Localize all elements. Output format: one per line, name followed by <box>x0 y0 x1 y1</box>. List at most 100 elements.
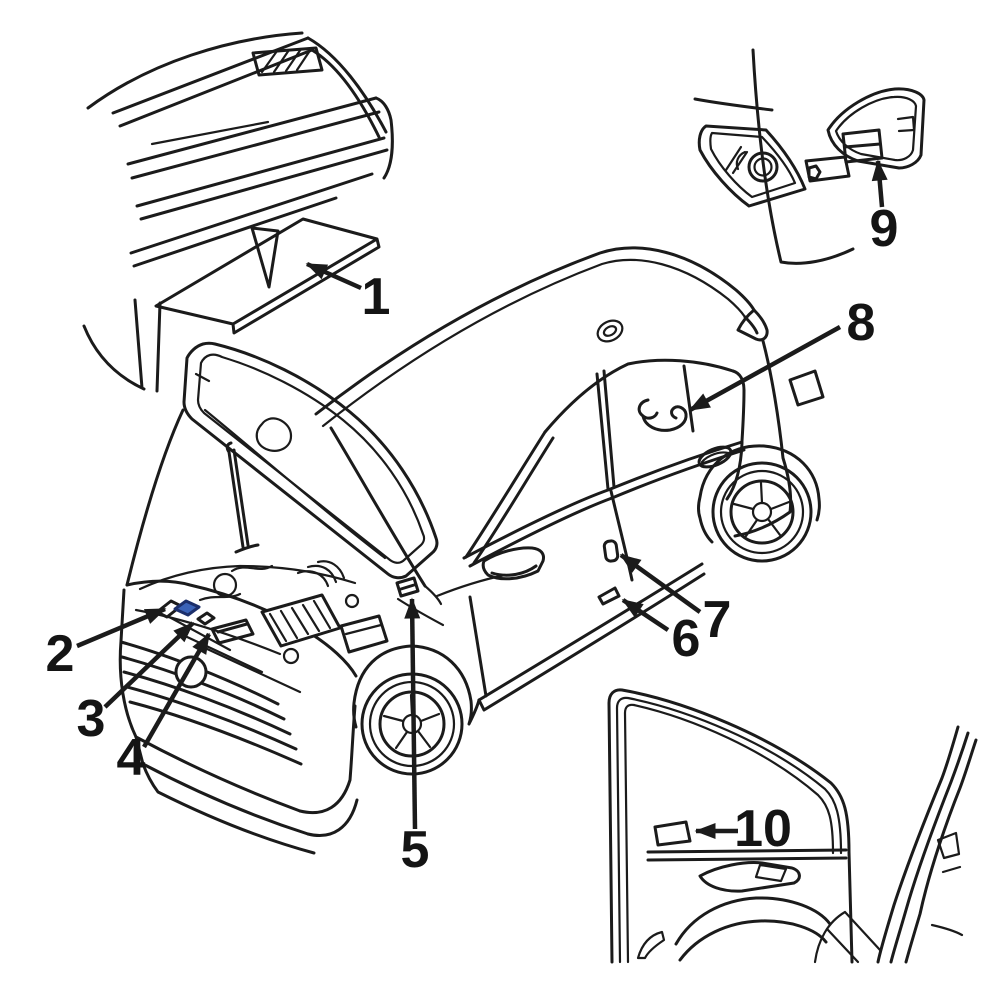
rear-quarter-edge <box>733 339 793 538</box>
inset-door-interior-view <box>607 688 978 964</box>
rear-door-handle <box>697 445 733 469</box>
door-pocket <box>674 896 832 962</box>
liftgate-corner <box>306 36 388 139</box>
front-door-window-label <box>653 820 692 847</box>
callout-number-4: 4 <box>117 729 146 787</box>
rear-tire <box>711 461 813 563</box>
mirror-triangle <box>636 930 666 960</box>
intake-tubes <box>296 560 346 588</box>
rear-tire-inner <box>719 469 805 555</box>
engine-bay-small-label <box>196 611 216 626</box>
bumper-right-end <box>298 704 359 837</box>
windshield-base <box>329 426 427 588</box>
rear-rim <box>729 479 795 545</box>
front-spokes <box>382 693 441 750</box>
b-pillar-upper-label <box>602 539 620 563</box>
a-pillar-near <box>464 430 555 565</box>
door-frame-inner-1 <box>615 696 843 964</box>
fuel-pocket-inner <box>709 131 797 199</box>
hood-inner-panel <box>196 353 426 564</box>
filler-neck-shadow <box>724 145 749 175</box>
b-pillar-labels <box>597 539 621 606</box>
callout-number-6: 6 <box>672 610 701 668</box>
callout-number-9: 9 <box>870 200 899 258</box>
callout-2-leader <box>76 606 167 649</box>
dash-cutouts <box>930 831 964 937</box>
door-armrest <box>698 861 801 893</box>
callout-3-leader <box>103 621 195 709</box>
liftgate-edge <box>111 36 314 128</box>
bumper-chin <box>141 762 316 855</box>
hood-liner-cutout <box>255 417 293 452</box>
roof-antenna-base <box>596 319 624 343</box>
windshield-far-frame-inner <box>321 258 747 428</box>
body-crease <box>150 120 270 146</box>
air-box-line <box>344 623 383 636</box>
fender-contour <box>693 48 855 265</box>
engine-bay-highlighted-label <box>173 599 201 617</box>
roof-antenna-base-inner <box>602 325 618 337</box>
fuel-filler-door-label <box>841 128 884 164</box>
callout-number-2: 2 <box>46 625 75 683</box>
rear-wheel-arch <box>697 444 821 544</box>
bumper-band-lines <box>126 96 389 255</box>
engine-wiring <box>198 564 274 602</box>
bumper-left-edge <box>118 588 138 739</box>
door-frame-outer <box>607 688 854 964</box>
hood-outer-panel <box>182 341 439 580</box>
c-pillar <box>731 369 746 443</box>
cowl-area <box>395 573 507 627</box>
rear-wheel <box>697 444 821 563</box>
bumper-right-edge <box>374 96 394 180</box>
strut-tower <box>212 572 238 598</box>
fuel-door-inner <box>834 95 918 162</box>
fuel-door-notch <box>896 115 916 133</box>
filler-neck-outer <box>747 151 779 183</box>
main-vehicle-view <box>118 246 825 855</box>
body-side <box>462 339 825 712</box>
engine-bay <box>134 560 389 694</box>
taillight <box>788 369 825 407</box>
filler-neck-inner <box>753 157 773 177</box>
callout-9-leader <box>871 159 888 208</box>
vent-grille <box>251 46 324 77</box>
inset-rear-cargo-view <box>82 31 394 393</box>
grille-slats <box>119 640 303 766</box>
callout-4-leader <box>142 632 211 749</box>
windshield-far-frame <box>314 246 756 416</box>
callout-number-7: 7 <box>703 591 732 649</box>
rear-window-divider <box>682 364 695 433</box>
callout-1-leader <box>305 261 362 291</box>
rear-door-window-label-hook <box>637 398 688 432</box>
callout-number-5: 5 <box>401 821 430 879</box>
callout-7-leader <box>619 553 702 614</box>
fuel-door-hinge-arm <box>804 155 851 183</box>
b-pillar-lower-label <box>597 586 621 606</box>
callout-number-10: 10 <box>734 800 792 858</box>
liftgate-glass-edge <box>86 31 304 110</box>
grille-top-edge <box>125 579 358 678</box>
speaker-area <box>813 910 882 964</box>
window-sill <box>646 848 848 862</box>
callouts: 1 2 3 4 5 6 7 8 9 10 <box>46 159 899 879</box>
rear-spokes <box>732 481 791 538</box>
roof-near-rail <box>543 358 735 434</box>
door-cut-front <box>468 595 488 698</box>
fuel-pocket-outer <box>697 124 807 208</box>
greenhouse <box>314 246 769 588</box>
callout-number-1: 1 <box>362 268 391 326</box>
wheel-arch-corner <box>82 298 162 393</box>
rear-door-handle-detail <box>700 451 730 464</box>
hood-prop-rod <box>225 441 260 554</box>
bumper-lower <box>134 735 310 836</box>
cargo-floor <box>154 217 381 335</box>
body-a-pillar-lines <box>876 725 978 964</box>
door-pull-handle <box>754 863 788 883</box>
rocker-sill <box>477 562 706 712</box>
cowl-plenum-label <box>395 576 420 598</box>
mirror <box>481 546 545 581</box>
callout-number-8: 8 <box>847 294 876 352</box>
callout-number-3: 3 <box>77 690 106 748</box>
bumper-lower-lip <box>132 196 338 268</box>
